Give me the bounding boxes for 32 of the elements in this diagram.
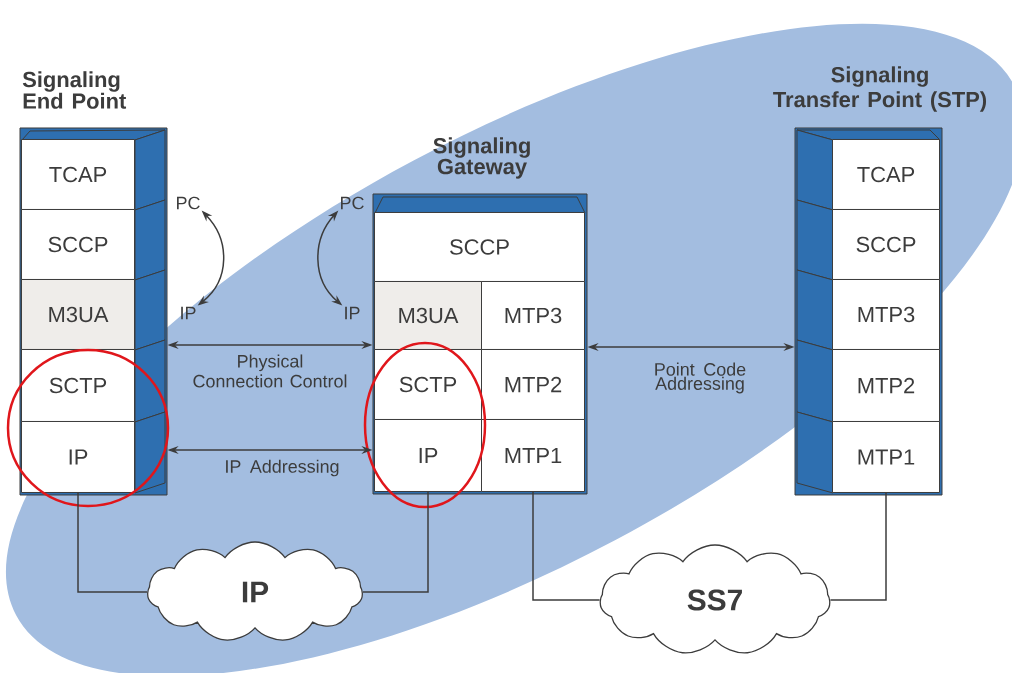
- protocol-layer: SCCP: [796, 199, 940, 281]
- protocol-layer: M3UA: [374, 281, 482, 350]
- connection-line: [77, 492, 148, 593]
- edge-label: IP Addressing: [226, 459, 339, 477]
- stack-heading: Signaling Gateway: [433, 137, 530, 179]
- protocol-layer: M3UA: [21, 269, 166, 351]
- protocol-layer: SCTP: [374, 349, 482, 420]
- connection-line: [829, 492, 887, 601]
- edge-label: Physical Connection Control: [193, 354, 347, 388]
- protocol-layer: MTP3: [796, 269, 940, 351]
- network-cloud: SS7: [599, 544, 831, 654]
- protocol-layer: TCAP: [796, 129, 940, 211]
- protocol-layer: IP: [374, 419, 482, 492]
- address-label: IP: [345, 306, 360, 320]
- protocol-layer: SCCP: [21, 199, 166, 281]
- network-cloud: IP: [147, 541, 363, 641]
- protocol-layer: MTP1: [796, 411, 940, 494]
- connection-line: [532, 491, 601, 601]
- stack-heading: Signaling End Point: [22, 71, 127, 109]
- protocol-layer: MTP2: [481, 349, 585, 420]
- protocol-layer: IP: [21, 411, 166, 494]
- edge-label: Point Code Addressing: [655, 362, 746, 394]
- stack-heading: Signaling Transfer Point (STP): [773, 66, 987, 112]
- address-label: PC: [177, 196, 200, 210]
- connection-line: [362, 491, 429, 593]
- protocol-layer: TCAP: [21, 129, 166, 211]
- protocol-layer: MTP3: [481, 281, 585, 350]
- protocol-layer: MTP2: [796, 339, 940, 423]
- protocol-layer: MTP1: [481, 419, 585, 492]
- address-label: PC: [341, 196, 364, 210]
- protocol-layer: SCTP: [21, 339, 166, 423]
- address-label: IP: [181, 306, 196, 320]
